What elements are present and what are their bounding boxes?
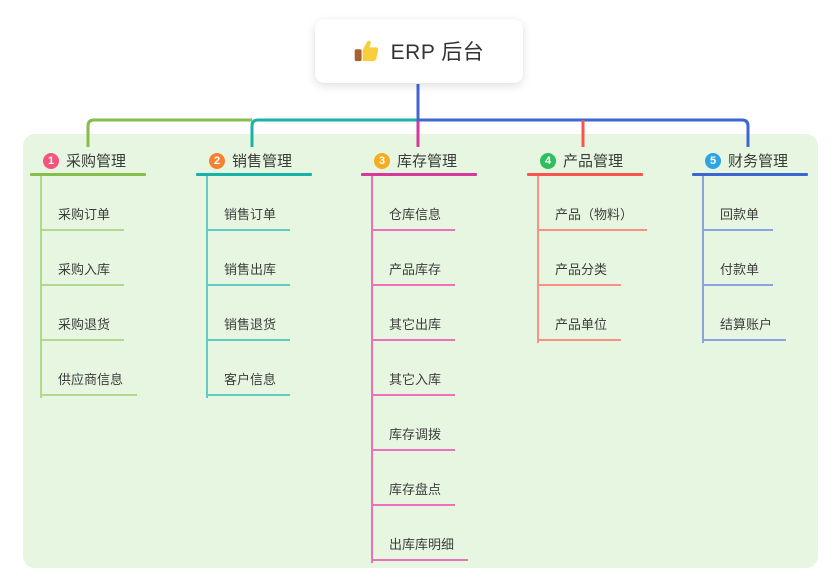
branch-title: 财务管理 [728, 153, 789, 170]
branch-title: 库存管理 [397, 153, 458, 170]
child-node[interactable]: 出库库明细 [371, 534, 469, 561]
branch-header-5[interactable]: 5 财务管理 [692, 148, 839, 173]
branch-3: 3 库存管理仓库信息产品库存其它出库其它入库库存调拨库存盘点出库库明细 [361, 148, 521, 563]
child-node[interactable]: 回款单 [702, 204, 774, 231]
child-row: 产品库存 [371, 231, 521, 286]
child-node[interactable]: 仓库信息 [371, 204, 456, 231]
child-node[interactable]: 供应商信息 [40, 369, 138, 396]
child-row: 库存盘点 [371, 451, 521, 506]
branch-children: 采购订单采购入库采购退货供应商信息 [40, 176, 190, 398]
child-node[interactable]: 销售出库 [206, 259, 291, 286]
root-node-erp[interactable]: ERP 后台 [315, 19, 523, 83]
branch-underline [692, 173, 808, 176]
connector-segment [86, 118, 252, 147]
child-row: 其它入库 [371, 341, 521, 396]
branch-underline [196, 173, 312, 176]
branches-background-panel [23, 134, 818, 568]
branch-4: 4 产品管理产品（物料） 产品分类产品单位 [527, 148, 687, 343]
child-row: 销售出库 [206, 231, 356, 286]
branch-number-badge: 3 [374, 152, 390, 169]
branch-number-badge: 4 [540, 152, 556, 169]
child-row: 产品分类 [537, 231, 687, 286]
child-row: 客户信息 [206, 341, 356, 396]
children-connector-line [40, 176, 42, 398]
child-node[interactable]: 采购入库 [40, 259, 125, 286]
branch-header-2[interactable]: 2 销售管理 [196, 148, 356, 173]
child-row: 销售订单 [206, 176, 356, 231]
child-row: 结算账户 [702, 286, 839, 341]
connector-segment [418, 118, 750, 147]
branch-title: 产品管理 [563, 153, 624, 170]
children-connector-line [371, 176, 373, 563]
child-row: 付款单 [702, 231, 839, 286]
child-row: 出库库明细 [371, 506, 521, 561]
child-node[interactable]: 客户信息 [206, 369, 291, 396]
branch-5: 5 财务管理回款单付款单结算账户 [692, 148, 839, 343]
child-row: 库存调拨 [371, 396, 521, 451]
child-row: 供应商信息 [40, 341, 190, 396]
child-row: 其它出库 [371, 286, 521, 341]
child-row: 仓库信息 [371, 176, 521, 231]
child-node[interactable]: 产品单位 [537, 314, 622, 341]
branch-header-4[interactable]: 4 产品管理 [527, 148, 687, 173]
branch-underline [527, 173, 643, 176]
child-row: 采购退货 [40, 286, 190, 341]
branch-number-badge: 1 [43, 152, 59, 169]
child-node[interactable]: 产品（物料） [537, 204, 648, 231]
children-connector-line [702, 176, 704, 343]
branch-header-3[interactable]: 3 库存管理 [361, 148, 521, 173]
child-node[interactable]: 采购订单 [40, 204, 125, 231]
branch-number-badge: 2 [209, 152, 225, 169]
child-node[interactable]: 采购退货 [40, 314, 125, 341]
branch-children: 产品（物料） 产品分类产品单位 [537, 176, 687, 343]
branch-2: 2 销售管理销售订单销售出库销售退货客户信息 [196, 148, 356, 398]
child-node[interactable]: 结算账户 [702, 314, 787, 341]
child-row: 采购入库 [40, 231, 190, 286]
branch-1: 1 采购管理采购订单采购入库采购退货供应商信息 [30, 148, 190, 398]
child-node[interactable]: 其它入库 [371, 369, 456, 396]
child-row: 采购订单 [40, 176, 190, 231]
child-row: 产品单位 [537, 286, 687, 341]
branch-title: 销售管理 [232, 153, 293, 170]
thumbs-up-icon [354, 38, 380, 64]
child-node[interactable]: 产品库存 [371, 259, 456, 286]
branch-children: 回款单付款单结算账户 [702, 176, 839, 343]
child-row: 销售退货 [206, 286, 356, 341]
branch-underline [30, 173, 146, 176]
child-row: 回款单 [702, 176, 839, 231]
branch-underline [361, 173, 477, 176]
branch-header-1[interactable]: 1 采购管理 [30, 148, 190, 173]
child-node[interactable]: 其它出库 [371, 314, 456, 341]
children-connector-line [537, 176, 539, 343]
child-node[interactable]: 库存调拨 [371, 424, 456, 451]
connector-segment [250, 118, 418, 147]
root-node-label: ERP 后台 [390, 41, 485, 64]
child-node[interactable]: 销售订单 [206, 204, 291, 231]
branch-title: 采购管理 [66, 153, 127, 170]
child-node[interactable]: 库存盘点 [371, 479, 456, 506]
child-row: 产品（物料） [537, 176, 687, 231]
branch-children: 销售订单销售出库销售退货客户信息 [206, 176, 356, 398]
child-node[interactable]: 付款单 [702, 259, 774, 286]
branch-number-badge: 5 [705, 152, 721, 169]
branch-children: 仓库信息产品库存其它出库其它入库库存调拨库存盘点出库库明细 [371, 176, 521, 563]
child-node[interactable]: 销售退货 [206, 314, 291, 341]
child-node[interactable]: 产品分类 [537, 259, 622, 286]
children-connector-line [206, 176, 208, 398]
